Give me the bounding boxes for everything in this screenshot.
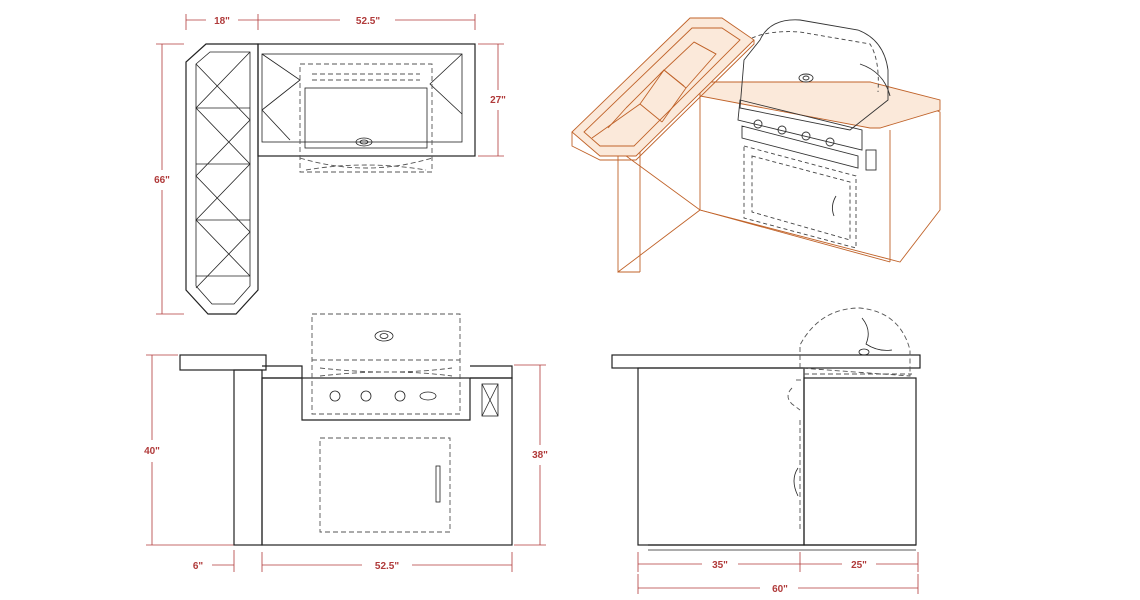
dim-label-66: 66" [154, 175, 170, 186]
iso-grill [737, 19, 891, 171]
front-access-door [319, 437, 451, 533]
dim-label-6: 6" [193, 561, 204, 572]
side-elevation: 35" 25" 60" [611, 307, 921, 595]
front-bar-post [233, 369, 263, 546]
front-dim-height: 40" [144, 354, 234, 546]
dim-label-27: 27" [490, 95, 506, 106]
side-counter-top [611, 354, 921, 369]
dim-label-40: 40" [144, 446, 160, 457]
dim-label-38: 38" [532, 450, 548, 461]
front-main-counter [261, 365, 513, 546]
dim-label-18: 18" [214, 16, 230, 27]
front-dim-counter-height: 38" [514, 364, 548, 546]
side-grill [787, 307, 912, 530]
dim-label-52-5-bottom: 52.5" [375, 561, 399, 572]
front-elevation: 40" 38" 6" 52.5" [144, 313, 548, 572]
plan-dim-overall-depth: 66" [154, 43, 184, 315]
isometric-view [571, 17, 941, 273]
side-dim-total: 60" [637, 574, 919, 595]
dim-label-52-5-top: 52.5" [356, 16, 380, 27]
front-bar-top [179, 354, 267, 371]
dim-label-25: 25" [851, 560, 867, 571]
plan-grill-outline [299, 63, 433, 173]
side-dim-split: 35" 25" [637, 552, 919, 572]
plan-dim-main-depth: 27" [478, 43, 506, 157]
iso-bar-counter [571, 17, 755, 161]
plan-dim-main-width: 52.5" [258, 14, 476, 30]
dim-label-60: 60" [772, 584, 788, 595]
plan-bar-counter [185, 43, 259, 315]
plan-main-counter [257, 43, 476, 157]
front-dim-width: 52.5" [261, 552, 513, 572]
front-grill [311, 313, 461, 415]
plan-view: 18" 52.5" 66" 27" [154, 14, 506, 315]
dim-label-35: 35" [712, 560, 728, 571]
side-base-left [637, 367, 805, 546]
iso-access-door [743, 145, 857, 249]
side-base-right [803, 377, 917, 546]
front-dim-overhang: 6" [193, 550, 235, 572]
plan-dim-bar-width: 18" [185, 14, 259, 30]
